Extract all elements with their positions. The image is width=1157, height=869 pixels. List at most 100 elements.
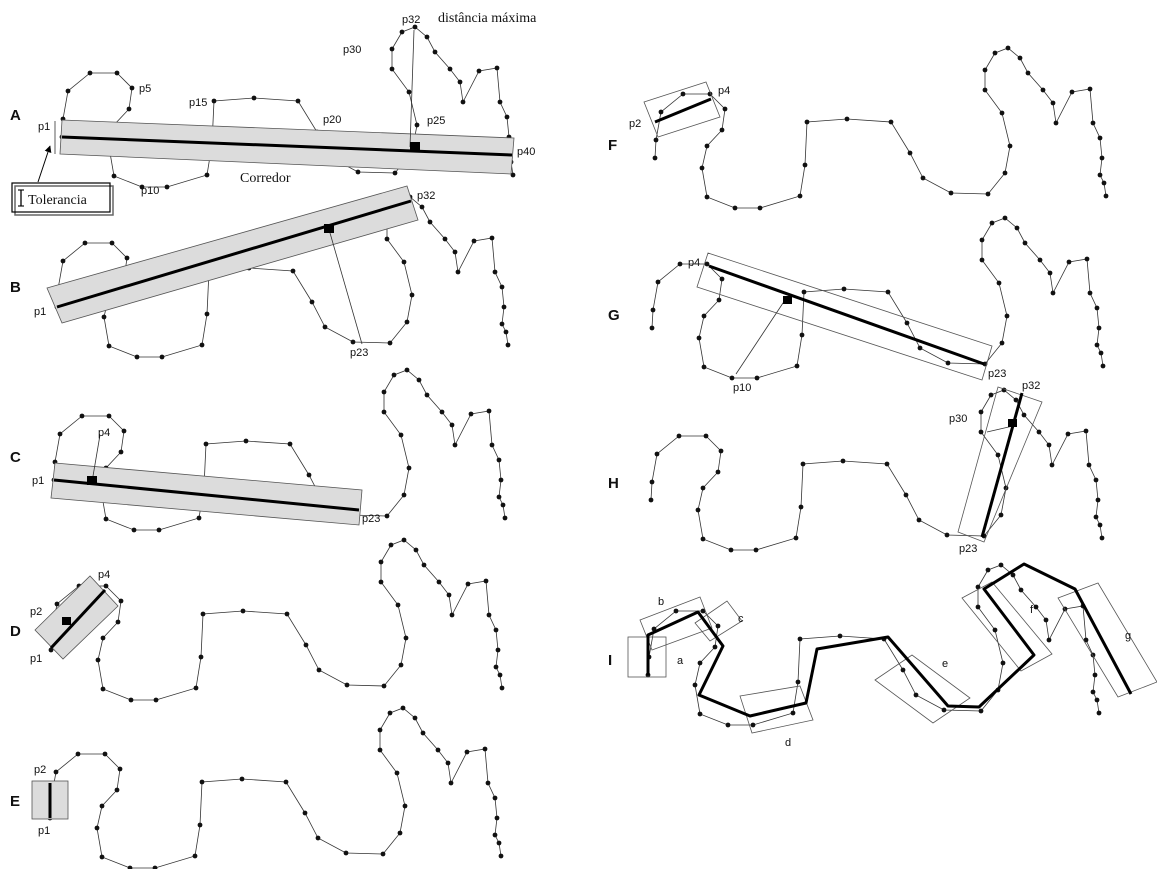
curve-i-vertex xyxy=(750,722,756,728)
curve-c-vertex xyxy=(439,409,445,415)
curve-h-vertex xyxy=(1021,412,1027,418)
curve-d-vertex xyxy=(465,581,471,587)
curve-a-vertex xyxy=(355,169,361,175)
curve-e-vertex xyxy=(448,780,454,786)
curve-g-vertex xyxy=(1094,305,1100,311)
curve-f-vertex xyxy=(1099,155,1105,161)
curve-g-vertex xyxy=(701,364,707,370)
perpendicular-mark-a xyxy=(410,142,420,151)
curve-h-vertex xyxy=(1097,522,1103,528)
panel-a: A p1 p5 p10 p15 p20 p25 p30 p32 p40 Corr… xyxy=(10,11,537,216)
curve-g-vertex xyxy=(1004,313,1010,319)
curve-i-vertex xyxy=(700,608,706,614)
corridor-f xyxy=(643,81,721,138)
curve-h-vertex xyxy=(884,461,890,467)
panel-letter-b: B xyxy=(10,279,21,296)
curve-a-vertex xyxy=(126,106,132,112)
label-d-p2: p2 xyxy=(30,606,42,618)
curve-f-vertex xyxy=(653,137,659,143)
curve-g-vertex xyxy=(1002,215,1008,221)
segment-box-g xyxy=(1057,582,1157,698)
curve-b-vertex xyxy=(101,314,107,320)
curve-f-vertex xyxy=(797,193,803,199)
curve-a-vertex xyxy=(447,66,453,72)
curve-f-vertex xyxy=(1025,70,1031,76)
curve-e-vertex xyxy=(420,730,426,736)
panel-b: B p1 p23 p32 xyxy=(10,185,435,359)
curve-e-vertex xyxy=(199,779,205,785)
label-g-p23: p23 xyxy=(988,368,1006,380)
curve-e-vertex xyxy=(283,779,289,785)
label-c-p23: p23 xyxy=(362,513,380,525)
curve-a-vertex xyxy=(204,172,210,178)
curve-g-vertex xyxy=(904,320,910,326)
curve-h-vertex xyxy=(1093,477,1099,483)
curve-d-vertex xyxy=(398,662,404,668)
curve-d-vertex xyxy=(118,598,124,604)
curve-h-vertex xyxy=(1065,431,1071,437)
curve-h-vertex xyxy=(700,536,706,542)
label-h-p23: p23 xyxy=(959,543,977,555)
curve-h-vertex xyxy=(1036,429,1042,435)
label-f-p4: p4 xyxy=(718,85,730,97)
curve-h-vertex xyxy=(695,507,701,513)
curve-b-vertex xyxy=(492,269,498,275)
curve-h-vertex xyxy=(715,469,721,475)
curve-d-vertex xyxy=(421,562,427,568)
corridor-g xyxy=(696,252,993,381)
curve-e-vertex xyxy=(464,749,470,755)
curve-g-vertex xyxy=(1047,270,1053,276)
curve-e-vertex xyxy=(496,840,502,846)
curve-c-vertex xyxy=(131,527,137,533)
curve-a-vertex xyxy=(251,95,257,101)
tolerance-label: Tolerancia xyxy=(28,193,88,208)
curve-b-vertex xyxy=(489,235,495,241)
curve-b-vertex xyxy=(501,304,507,310)
curve-c-vertex xyxy=(287,441,293,447)
curve-d-vertex xyxy=(403,635,409,641)
curve-a-vertex xyxy=(476,68,482,74)
curve-d-vertex xyxy=(446,592,452,598)
label-h-p32: p32 xyxy=(1022,380,1040,392)
curve-g-vertex xyxy=(996,280,1002,286)
curve-a-vertex xyxy=(414,122,420,128)
label-a-p1: p1 xyxy=(38,121,50,133)
curve-g-vertex xyxy=(716,297,722,303)
curve-h-vertex xyxy=(654,451,660,457)
label-e-p1: p1 xyxy=(38,825,50,837)
curve-c-vertex xyxy=(57,431,63,437)
curve-g-vertex xyxy=(917,345,923,351)
label-d-p4: p4 xyxy=(98,569,110,581)
curve-g-vertex xyxy=(794,363,800,369)
curve-g-vertex xyxy=(1100,363,1106,369)
panel-letter-e: E xyxy=(10,793,20,810)
curve-g-vertex xyxy=(1050,290,1056,296)
curve-e-vertex xyxy=(397,830,403,836)
curve-b-vertex xyxy=(384,236,390,242)
curve-h-vertex xyxy=(718,448,724,454)
curve-b-vertex xyxy=(309,299,315,305)
curve-b-vertex xyxy=(442,236,448,242)
curve-f-vertex xyxy=(699,165,705,171)
curve-h-vertex xyxy=(676,433,682,439)
curve-c-vertex xyxy=(500,502,506,508)
curve-g-vertex xyxy=(989,220,995,226)
curve-b-vertex xyxy=(427,219,433,225)
curve-h-vertex xyxy=(728,547,734,553)
curve-e-vertex xyxy=(492,832,498,838)
curve-f-vertex xyxy=(1053,120,1059,126)
curve-e-vertex xyxy=(53,769,59,775)
label-a-p40: p40 xyxy=(517,146,535,158)
anchor-segment-g xyxy=(708,264,985,366)
curve-b-vertex xyxy=(505,342,511,348)
curve-d-vertex xyxy=(128,697,134,703)
curve-i-vertex xyxy=(692,682,698,688)
curve-a-vertex xyxy=(139,184,145,190)
curve-h-vertex xyxy=(978,409,984,415)
curve-g-vertex xyxy=(1087,290,1093,296)
curve-f-vertex xyxy=(1005,45,1011,51)
curve-i-vertex xyxy=(712,644,718,650)
label-i-c: c xyxy=(738,613,744,625)
label-a-p20: p20 xyxy=(323,114,341,126)
curve-i-vertex xyxy=(725,722,731,728)
